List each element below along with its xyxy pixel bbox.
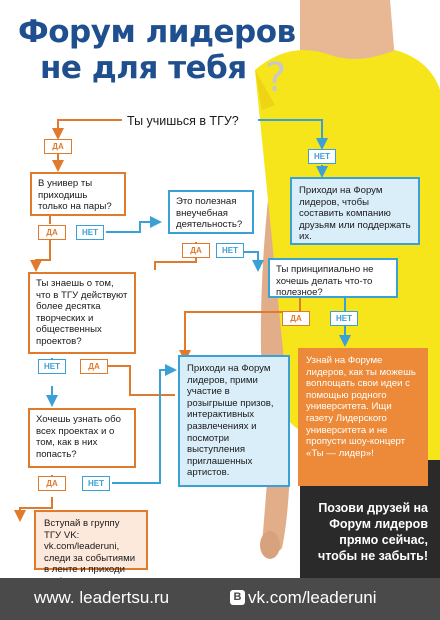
- question-know-projects: Ты знаешь о том, что в ТГУ действуют бол…: [28, 272, 136, 354]
- tag-no: НЕТ: [308, 149, 336, 164]
- footer-bar: www. leadertsu.ru В vk.com/leaderuni: [0, 578, 440, 620]
- tag-yes: ДА: [80, 359, 108, 374]
- question-principle: Ты принципиально не хочешь делать что-то…: [268, 258, 398, 298]
- main-question: Ты учишься в ТГУ?: [127, 114, 239, 128]
- title-line-1: Форум лидеров: [18, 14, 296, 50]
- tag-yes: ДА: [38, 225, 66, 240]
- site-link[interactable]: www. leadertsu.ru: [34, 588, 170, 607]
- tag-yes: ДА: [182, 243, 210, 258]
- tag-yes: ДА: [44, 139, 72, 154]
- answer-friends: Приходи на Форум лидеров, чтобы составит…: [290, 177, 420, 245]
- tag-yes: ДА: [282, 311, 310, 326]
- answer-ideas: Узнай на Форуме лидеров, как ты можешь в…: [298, 348, 428, 486]
- tag-yes: ДА: [38, 476, 66, 491]
- tag-no: НЕТ: [82, 476, 110, 491]
- tag-no: НЕТ: [216, 243, 244, 258]
- question-only-classes: В универ ты приходишь только на пары?: [30, 172, 126, 216]
- poster-title: Форум лидеров не для тебя: [18, 14, 318, 86]
- answer-vk-group: Вступай в группу ТГУ VK: vk.com/leaderun…: [34, 510, 148, 587]
- tag-no: НЕТ: [76, 225, 104, 240]
- title-question-mark: ?: [265, 55, 287, 101]
- tag-no: НЕТ: [330, 311, 358, 326]
- answer-prizes: Приходи на Форум лидеров, прими участие …: [178, 355, 290, 487]
- vk-link[interactable]: vk.com/leaderuni: [248, 588, 377, 607]
- call-to-action: Позови друзей на Форум лидеров прямо сей…: [317, 501, 428, 563]
- vk-logo-icon: В: [230, 590, 245, 605]
- question-useful-activity: Это полезная внеучебная деятельность?: [168, 190, 254, 234]
- tag-no: НЕТ: [38, 359, 66, 374]
- question-want-to-know: Хочешь узнать обо всех проектах и о том,…: [28, 408, 136, 468]
- title-line-2: не для тебя: [40, 50, 247, 86]
